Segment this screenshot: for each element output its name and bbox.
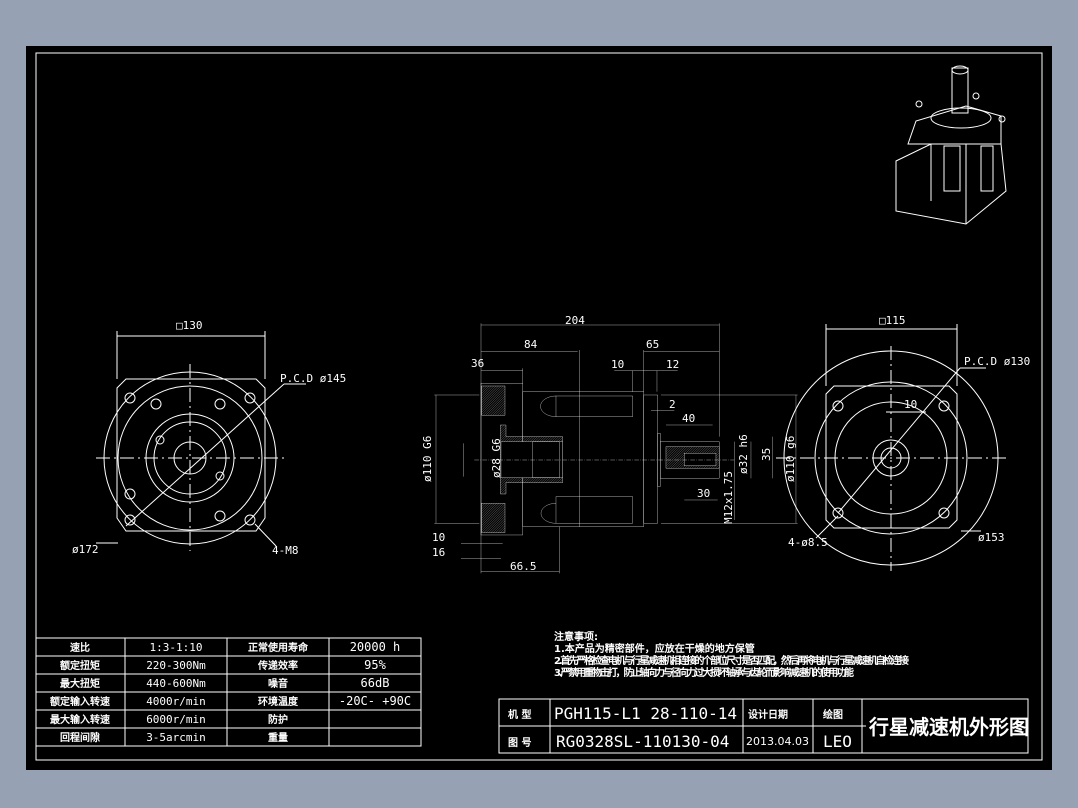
dimension-label: 4-ø8.5 [788,536,828,549]
dimension-label: 40 [682,412,695,425]
spec-label-cell: 正常使用寿命 [248,641,309,654]
section-view [434,323,798,574]
spec-label-cell: 环境温度 [258,695,299,708]
dim-square: □130 [176,319,203,332]
dimension-label: 36 [471,357,484,370]
spec-label-cell: 额定输入转速 [50,695,110,708]
model-value: PGH115-L1 28-110-14 [554,704,737,723]
cad-drawing: □130 P.C.D ø145 ø172 4-M8 [35,52,1043,761]
notes-heading: 注意事项: [554,630,598,643]
dimension-label: LEO [823,732,852,751]
dimension-label: 绘图 [823,708,843,721]
dimension-label: 204 [565,314,585,327]
spec-label-cell: 最大输入转速 [50,713,110,726]
dimension-label: 10 [611,358,624,371]
spec-label-cell: 回程间隙 [60,731,100,744]
spec-value-cell: 440-600Nm [146,677,206,690]
section-view-dimensions: 204 84 36 65 10 12 2 40 30 ø110 G6 ø28 G… [421,314,797,573]
spec-label-cell: 防护 [268,713,288,726]
dim-square: □115 [879,314,906,327]
dimension-label: 66.5 [510,560,537,573]
spec-value-cell: 3-5arcmin [146,731,206,744]
dim-holes: 4-M8 [272,544,299,557]
dimension-label: ø110 G6 [421,436,434,482]
gearbox-3d-thumbnail [895,65,1007,225]
note-item: 3.严禁用重物击打，防止轴向力与径向力过大损坏轴承与齿轮而影响减速机的使用功能 [554,666,854,679]
spec-value-cell: 95% [364,658,386,672]
spec-label-cell: 速比 [70,641,90,654]
spec-value-cell: 1:3-1:10 [150,641,203,654]
drawing-number: RG0328SL-110130-04 [556,732,729,751]
spec-value-cell: 20000 h [350,640,401,654]
dimension-label: 16 [432,546,445,559]
input-flange-view: □130 P.C.D ø145 ø172 4-M8 [72,319,346,557]
spec-value-cell: 6000r/min [146,713,206,726]
dimension-label: ø28 G6 [490,438,503,478]
dimension-label: 65 [646,338,659,351]
spec-value-cell: 220-300Nm [146,659,206,672]
spec-label-cell: 额定扭矩 [60,659,100,672]
dimension-label: 84 [524,338,538,351]
dimension-label: 30 [697,487,710,500]
dimension-label: 35 [760,448,773,461]
dimension-label: 10 [432,531,445,544]
spec-label-cell: 最大扭矩 [60,677,100,690]
dimension-label: 10 [904,398,917,411]
drawing-title: 行星减速机外形图 [868,715,1029,739]
notes: 注意事项: 1.本产品为精密部件，应放在干燥的地方保管 2.首先严格检查电机与行… [554,630,909,679]
date-value: 2013.04.03 [746,735,809,748]
note-item: 2.首先严格检查电机与行星减速机相连接的个部位尺寸是否匹配，然后再将电机与行星减… [554,654,909,667]
bolt-holes [124,392,256,526]
dimension-label: P.C.D ø130 [964,355,1030,368]
dimension-label: ø153 [978,531,1005,544]
dim-pcd: P.C.D ø145 [280,372,346,385]
dimension-label: ø110 g6 [784,436,797,482]
sheet-border [35,52,1043,761]
spec-label-cell: 传递效率 [257,659,298,672]
dimension-label: 机 型 [508,708,531,721]
dimension-label: ø32 h6 [737,434,750,474]
spec-label-cell: 重量 [268,731,288,744]
output-flange-view: □115 P.C.D ø130 10 ø153 4-ø8.5 [776,314,1030,571]
spec-value-cell: 4000r/min [146,695,206,708]
spec-table: 速比 1:3-1:10 正常使用寿命 20000 h 额定扭矩 220-300Nm 传递效率… [35,637,422,747]
spec-value-cell: 66dB [361,676,390,690]
dim-outer-diameter: ø172 [72,543,99,556]
drawing-sheet: □130 P.C.D ø145 ø172 4-M8 [26,46,1052,770]
dimension-label: 2 [669,398,676,411]
dimension-label: M12x1.75 [722,471,735,524]
title-block: 机 型 图 号 PGH115-L1 28-110-14 RG0328SL-110… [498,698,1029,754]
note-item: 1.本产品为精密部件，应放在干燥的地方保管 [554,642,755,655]
dimension-label: 12 [666,358,679,371]
spec-value-cell: -20C- +90C [339,694,411,708]
dimension-label: 设计日期 [748,708,788,721]
spec-label-cell: 噪音 [268,677,288,690]
dimension-label: 图 号 [508,737,531,749]
